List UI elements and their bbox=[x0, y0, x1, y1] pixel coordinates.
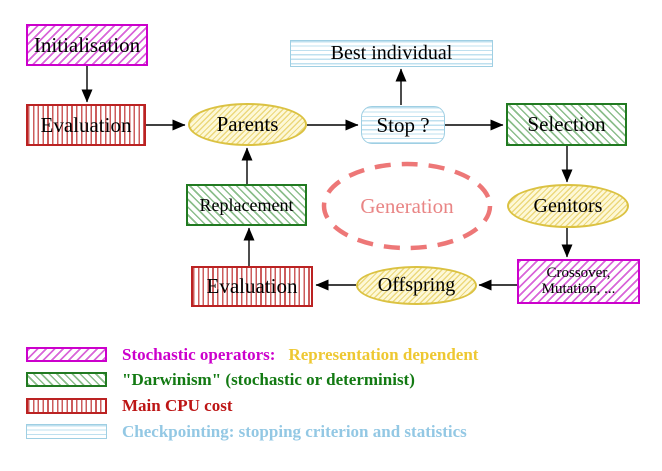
node-evaluation-bottom: Evaluation bbox=[191, 266, 313, 307]
node-initialisation-label: Initialisation bbox=[33, 32, 141, 57]
node-replacement: Replacement bbox=[186, 184, 307, 226]
legend-label-representation-dependent: Representation dependent bbox=[288, 345, 479, 364]
legend-label-stochastic-operators: Stochastic operators: Representation depe… bbox=[122, 345, 478, 365]
legend-label-main-cpu-cost: Main CPU cost bbox=[122, 396, 233, 415]
node-replacement-label: Replacement bbox=[199, 194, 294, 215]
node-evaluation-bottom-label: Evaluation bbox=[206, 274, 298, 299]
node-generation-label: Generation bbox=[360, 193, 454, 218]
node-initialisation: Initialisation bbox=[26, 24, 148, 66]
node-genitors: Genitors bbox=[507, 184, 629, 228]
node-selection: Selection bbox=[506, 103, 627, 146]
legend-label-stochastic-operators-title: Stochastic operators: bbox=[122, 345, 276, 364]
node-parents: Parents bbox=[188, 103, 307, 146]
legend-swatch-darwinism bbox=[26, 372, 107, 387]
legend-swatch-checkpointing bbox=[26, 424, 107, 439]
node-best-individual: Best individual bbox=[290, 40, 493, 67]
node-selection-label: Selection bbox=[527, 112, 606, 137]
node-parents-label: Parents bbox=[216, 112, 279, 137]
node-best-individual-label: Best individual bbox=[330, 42, 453, 64]
node-stop: Stop ? bbox=[361, 106, 445, 144]
legend-label-darwinism: "Darwinism" (stochastic or determinist) bbox=[122, 370, 415, 389]
legend-label-checkpointing: Checkpointing: stopping criterion and st… bbox=[122, 422, 467, 441]
node-crossover-line1: Crossover, bbox=[546, 264, 611, 281]
node-evaluation-top: Evaluation bbox=[26, 104, 146, 146]
node-crossover-mutation: Crossover, Mutation, ... bbox=[517, 259, 640, 304]
legend-swatch-stochastic-operators bbox=[26, 347, 107, 362]
legend-swatch-main-cpu-cost bbox=[26, 398, 107, 414]
node-offspring-label: Offspring bbox=[377, 274, 456, 296]
node-stop-label: Stop ? bbox=[376, 112, 430, 137]
node-generation: Generation bbox=[324, 164, 490, 248]
node-offspring: Offspring bbox=[356, 266, 477, 305]
node-evaluation-top-label: Evaluation bbox=[40, 112, 132, 137]
node-crossover-line2: Mutation, ... bbox=[541, 280, 616, 297]
node-genitors-label: Genitors bbox=[533, 194, 603, 217]
